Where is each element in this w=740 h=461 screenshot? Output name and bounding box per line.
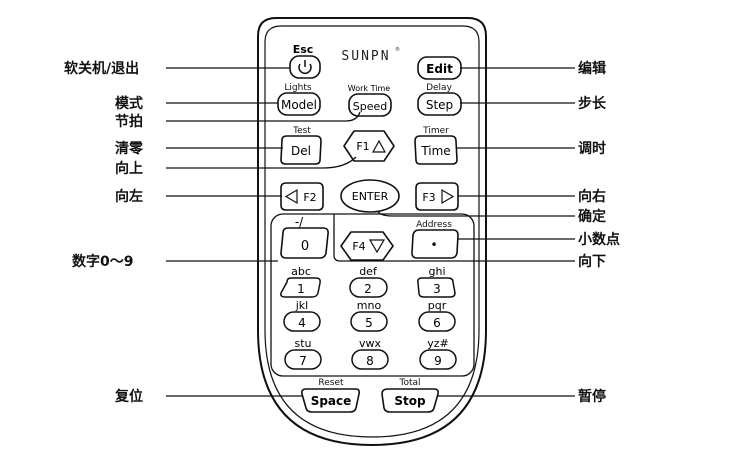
- digit-9-key[interactable]: 9: [419, 349, 457, 370]
- decimal-point-key[interactable]: •: [411, 229, 459, 259]
- decimal-point-label: •: [430, 238, 437, 252]
- digit-0-label: 0: [301, 239, 309, 254]
- digit-6-label: 6: [433, 316, 441, 330]
- key-4-letters: jkl: [295, 299, 308, 312]
- callout-up: 向上: [115, 160, 143, 177]
- timer-label: Timer: [422, 126, 449, 136]
- digit-6-key[interactable]: 6: [418, 311, 456, 332]
- digit-8-key[interactable]: 8: [351, 349, 389, 370]
- time-button-label: Time: [420, 144, 450, 158]
- model-button-label: Model: [281, 98, 317, 112]
- space-button-label: Space: [311, 394, 352, 408]
- digit-3-key[interactable]: 3: [417, 277, 456, 298]
- brand-logo: SUNPN: [341, 49, 390, 64]
- keypad-panel: [270, 213, 475, 377]
- reset-label: Reset: [318, 378, 344, 388]
- key-5-letters: mno: [357, 299, 382, 312]
- digit-2-key[interactable]: 2: [349, 277, 388, 298]
- digit-5-key[interactable]: 5: [350, 311, 388, 332]
- stop-button[interactable]: Stop: [381, 388, 439, 413]
- digit-1-key[interactable]: 1: [280, 277, 321, 298]
- step-button-label: Step: [426, 98, 453, 112]
- f4-down-button[interactable]: F4: [340, 231, 394, 261]
- f1-button-label: F1: [356, 140, 369, 153]
- model-button[interactable]: Model: [277, 92, 321, 116]
- digit-7-key[interactable]: 7: [284, 349, 322, 370]
- speed-button-label: Speed: [353, 100, 387, 113]
- time-button[interactable]: Time: [414, 135, 458, 165]
- step-button[interactable]: Step: [417, 92, 462, 116]
- triangle-down-icon: [368, 239, 386, 254]
- callout-rhythm: 节拍: [115, 113, 143, 130]
- key-8-letters: vwx: [359, 337, 382, 350]
- registered-mark: ®: [395, 46, 400, 53]
- digit-4-label: 4: [298, 316, 306, 330]
- callout-reset: 复位: [114, 388, 143, 405]
- triangle-left-icon: [284, 188, 298, 205]
- digit-7-label: 7: [299, 354, 307, 368]
- power-icon: [298, 63, 312, 74]
- total-label: Total: [398, 378, 420, 388]
- power-button[interactable]: [289, 55, 321, 79]
- digit-8-label: 8: [366, 354, 374, 368]
- digit-4-key[interactable]: 4: [283, 311, 321, 332]
- callout-left: 向左: [115, 188, 143, 205]
- right-leader-lines: [333, 67, 575, 397]
- callout-decimal: 小数点: [578, 231, 620, 248]
- callout-step: 步长: [578, 95, 607, 112]
- edit-button-label: Edit: [426, 62, 453, 76]
- space-button[interactable]: Space: [301, 388, 360, 413]
- callout-down: 向下: [578, 253, 606, 270]
- edit-button[interactable]: Edit: [417, 56, 462, 80]
- callout-confirm: 确定: [578, 208, 606, 225]
- triangle-right-icon: [441, 188, 455, 205]
- digit-1-label: 1: [297, 282, 305, 296]
- delay-label: Delay: [426, 83, 452, 93]
- key-2-letters: def: [359, 265, 378, 278]
- digit-3-label: 3: [433, 282, 441, 296]
- f3-right-button[interactable]: F3: [415, 182, 459, 211]
- esc-label: Esc: [293, 43, 314, 56]
- callout-right: 向右: [578, 188, 606, 205]
- f2-left-button[interactable]: F2: [280, 182, 324, 211]
- stop-button-label: Stop: [394, 394, 426, 408]
- address-label: Address: [416, 220, 452, 230]
- callout-mode: 模式: [115, 95, 143, 112]
- digit-9-label: 9: [434, 354, 442, 368]
- del-button-label: Del: [291, 144, 311, 158]
- left-leader-lines: [166, 67, 361, 397]
- triangle-up-icon: [371, 139, 387, 153]
- f2-button-label: F2: [303, 191, 316, 204]
- worktime-label: Work Time: [348, 84, 390, 93]
- enter-button-label: ENTER: [352, 190, 389, 203]
- lights-label: Lights: [284, 83, 311, 93]
- test-label: Test: [292, 126, 311, 136]
- callout-power: 软关机/退出: [64, 60, 139, 77]
- remote-inner-body: [264, 25, 480, 438]
- key-6-letters: pqr: [428, 299, 447, 312]
- key-3-letters: ghi: [428, 265, 445, 278]
- dash-label: -/_: [295, 215, 310, 229]
- digit-0-key[interactable]: 0: [280, 227, 329, 259]
- enter-button[interactable]: ENTER: [340, 179, 400, 213]
- f3-button-label: F3: [422, 191, 435, 204]
- key-9-letters: yz#: [427, 337, 449, 350]
- f1-up-button[interactable]: F1: [343, 130, 395, 162]
- digit-2-label: 2: [364, 282, 372, 296]
- key-7-letters: stu: [294, 337, 311, 350]
- callout-time: 调时: [578, 140, 606, 157]
- speed-button[interactable]: Speed: [348, 93, 392, 117]
- callout-pause: 暂停: [578, 388, 606, 405]
- digit-5-label: 5: [365, 316, 373, 330]
- f4-button-label: F4: [352, 240, 365, 253]
- callout-digits: 数字0～9: [72, 253, 133, 270]
- del-button[interactable]: Del: [280, 135, 322, 165]
- callout-edit: 编辑: [578, 60, 606, 77]
- callout-clear: 清零: [115, 140, 144, 157]
- key-1-letters: abc: [291, 265, 311, 278]
